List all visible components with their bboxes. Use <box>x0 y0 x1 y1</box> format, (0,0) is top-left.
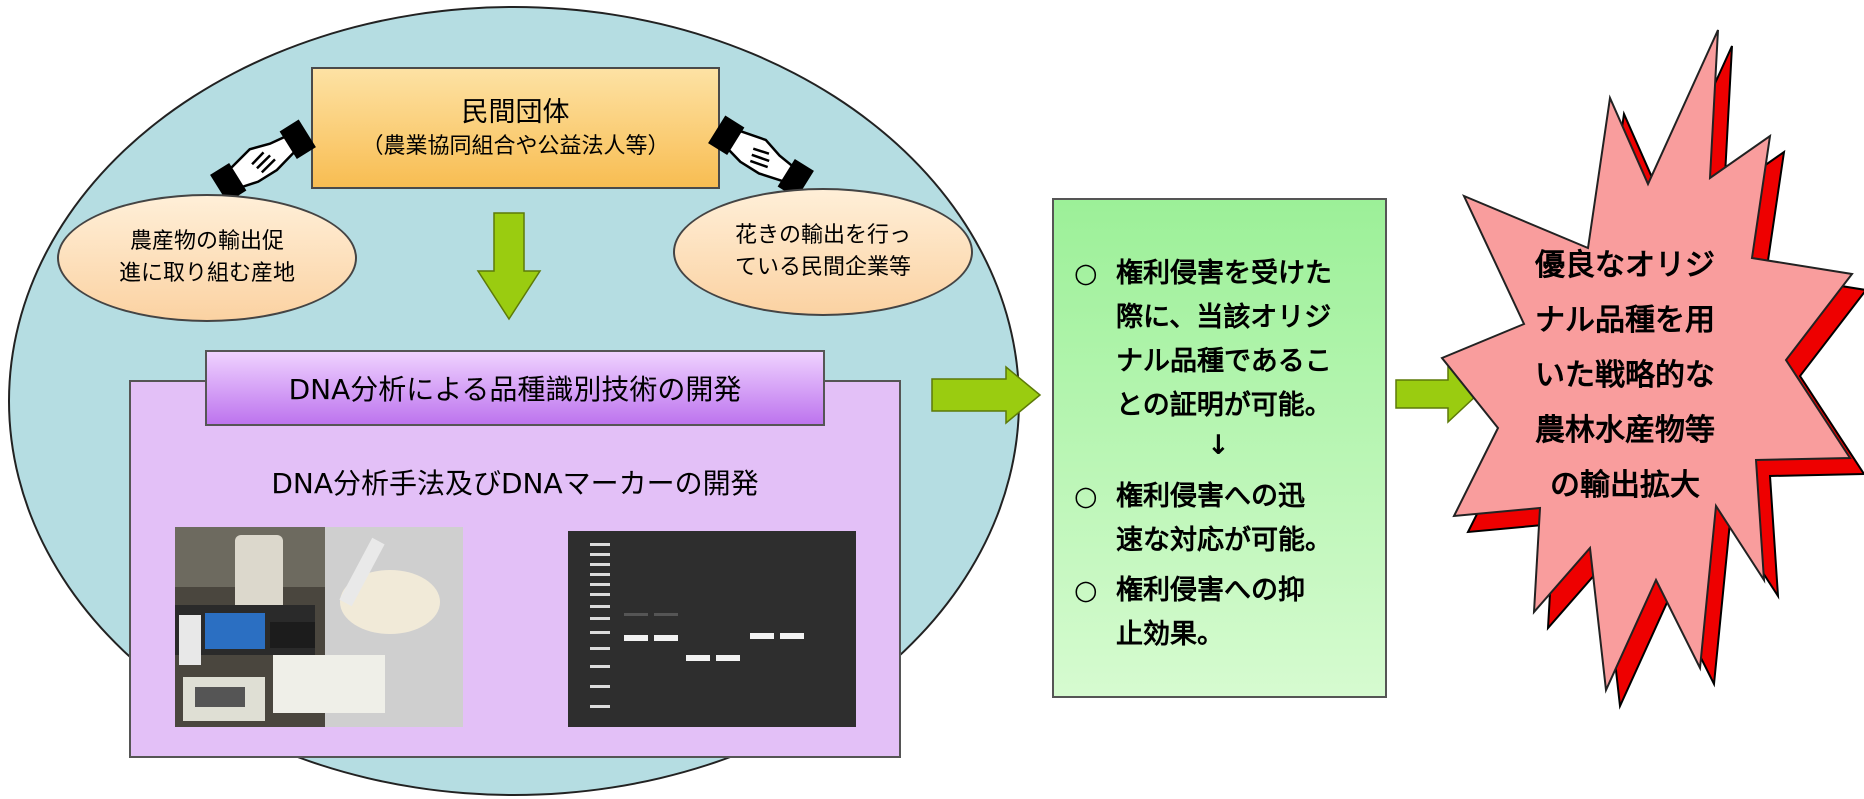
org-title: 民間団体 <box>461 97 570 128</box>
result-2-line-2: 速な対応が可能。 <box>1116 525 1332 556</box>
goal-line-1: 優良なオリジ <box>1535 248 1715 283</box>
results-box: ○ 権利侵害を受けた 際に、当該オリジ ナル品種であるこ との証明が可能。 ↓ … <box>1052 198 1387 698</box>
dna-subtitle: DNA分析手法及びDNAマーカーの開発 <box>271 467 759 500</box>
dna-title-box: DNA分析による品種識別技術の開発 <box>205 350 825 426</box>
result-1-line-4: との証明が可能。 <box>1116 390 1332 421</box>
org-subtitle: （農業協同組合や公益法人等） <box>361 134 670 159</box>
handshake-icon-left <box>210 119 316 203</box>
bullet-2: ○ <box>1074 481 1098 512</box>
export-expansion-burst <box>1440 29 1864 710</box>
result-3-line-2: 止効果。 <box>1116 619 1224 650</box>
goal-line-4: 農林水産物等 <box>1535 413 1715 448</box>
arrow-right-icon <box>1395 364 1480 424</box>
arrow-down-icon <box>476 212 542 321</box>
result-1-line-2: 際に、当該オリジ <box>1116 302 1332 333</box>
partner-left-line-1: 農産物の輸出促 <box>129 229 284 254</box>
partner-left-line-2: 進に取り組む産地 <box>118 261 295 286</box>
partner-right-line-1: 花きの輸出を行っ <box>734 223 911 248</box>
arrow-right-icon <box>931 365 1042 425</box>
partner-oval-flower-companies: 花きの輸出を行っ ている民間企業等 <box>673 188 973 316</box>
bullet-3: ○ <box>1074 575 1098 606</box>
lab-photo <box>175 527 463 727</box>
gel-electrophoresis-photo <box>568 531 856 727</box>
result-1-line-3: ナル品種であるこ <box>1116 346 1332 377</box>
goal-line-5: の輸出拡大 <box>1550 468 1700 503</box>
result-2-line-1: 権利侵害への迅 <box>1116 481 1305 512</box>
result-3-line-1: 権利侵害への抑 <box>1116 575 1305 606</box>
handshake-icon-right <box>708 115 814 199</box>
goal-text: 優良なオリジ ナル品種を用 いた戦略的な 農林水産物等 の輸出拡大 <box>1530 238 1720 513</box>
goal-line-3: いた戦略的な <box>1535 358 1715 393</box>
result-down-arrow: ↓ <box>1207 430 1230 461</box>
partner-oval-production-area: 農産物の輸出促 進に取り組む産地 <box>57 194 357 322</box>
private-organization-box: 民間団体 （農業協同組合や公益法人等） <box>311 67 720 189</box>
result-1-line-1: 権利侵害を受けた <box>1116 258 1332 289</box>
bullet-1: ○ <box>1074 258 1098 289</box>
partner-right-line-2: ている民間企業等 <box>734 255 911 280</box>
dna-title: DNA分析による品種識別技術の開発 <box>288 373 742 406</box>
goal-line-2: ナル品種を用 <box>1535 303 1715 338</box>
